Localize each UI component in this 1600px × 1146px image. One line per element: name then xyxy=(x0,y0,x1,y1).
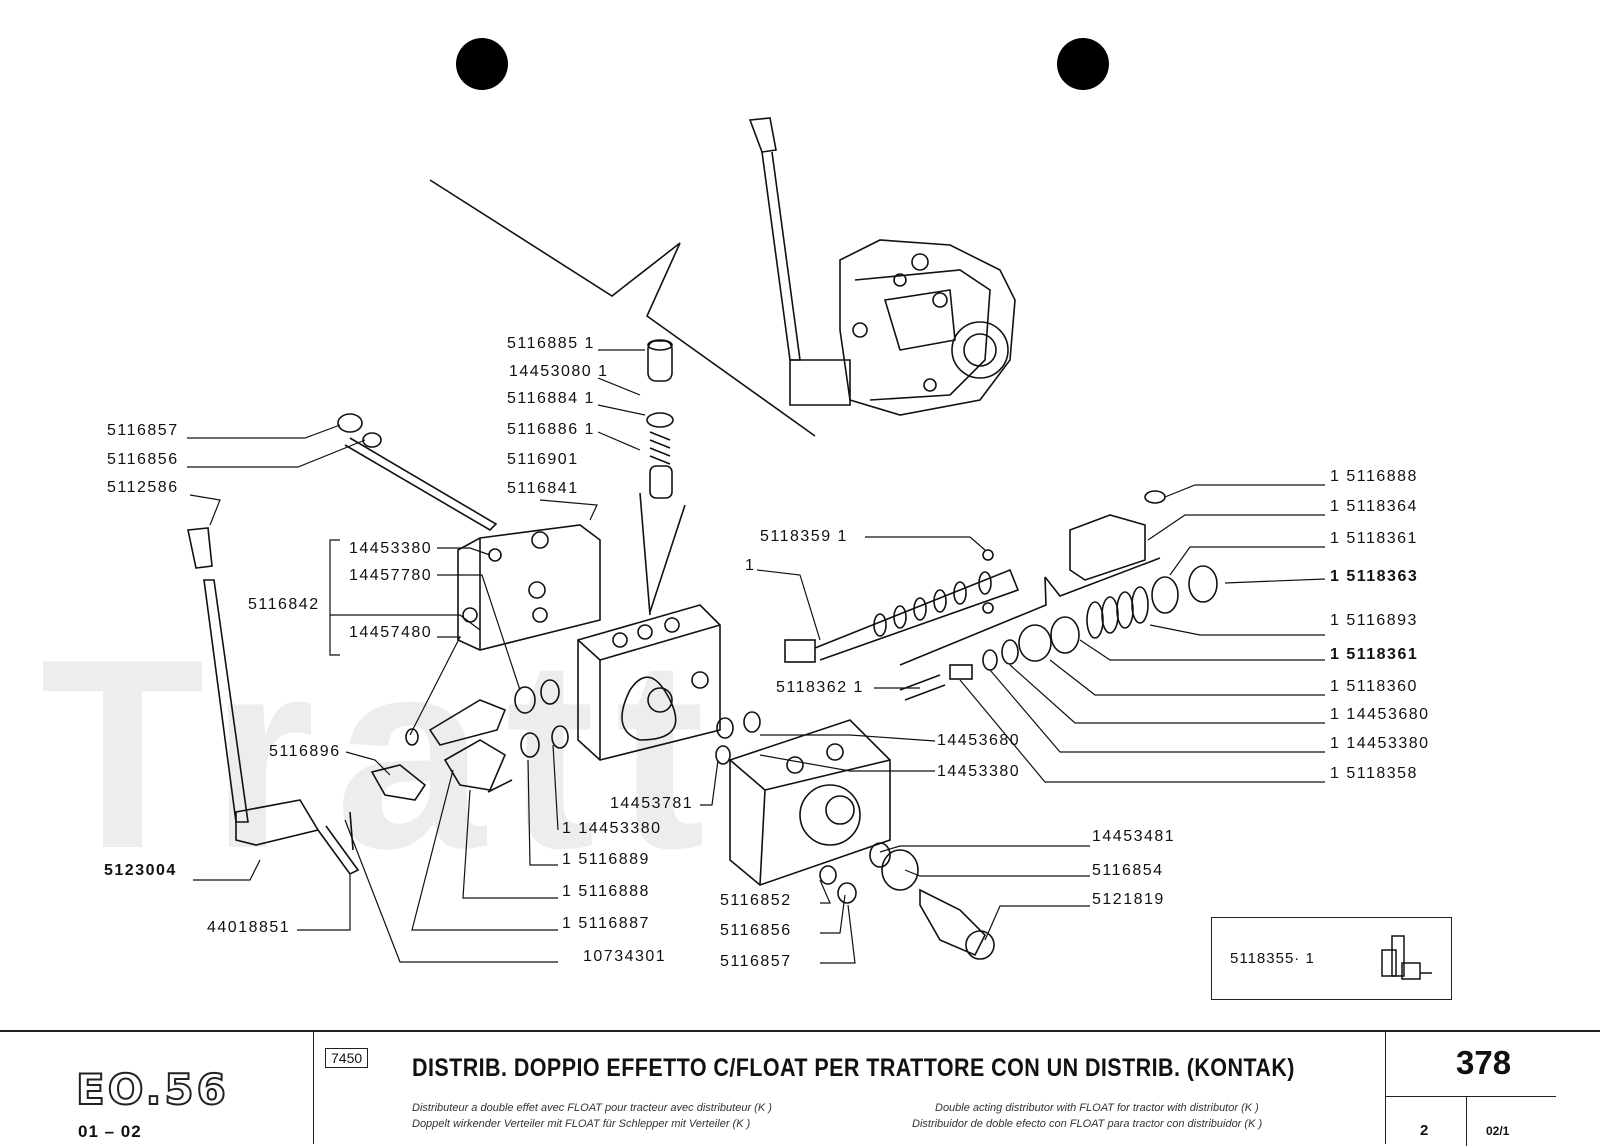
label-5116842: 5116842 xyxy=(248,596,320,613)
label-14453781: 14453781 xyxy=(610,795,694,812)
page-number-box: 378 2 02/1 xyxy=(1385,1030,1600,1146)
label-14453380-right: 1 14453380 xyxy=(1330,735,1430,752)
label-5116857-bottom: 5116857 xyxy=(720,953,792,970)
label-5118359: 5118359 1 xyxy=(760,528,848,545)
label-5118361-a: 1 5118361 xyxy=(1330,530,1418,547)
label-5116901: 5116901 xyxy=(507,451,579,468)
subtitle-fr: Distributeur a double effet avec FLOAT p… xyxy=(412,1102,772,1114)
label-44018851: 44018851 xyxy=(207,919,291,936)
label-5118364: 1 5118364 xyxy=(1330,498,1418,515)
catalog-logo: EO.56 xyxy=(75,1064,229,1115)
page-box-line xyxy=(1386,1096,1556,1097)
horizontal-spool xyxy=(784,549,1020,663)
label-14453380-c: 14453380 xyxy=(937,763,1021,780)
center-valve-block xyxy=(577,604,721,761)
label-5116896: 5116896 xyxy=(269,743,341,760)
binder-hole-right xyxy=(1057,38,1109,90)
assembled-valve-illustration xyxy=(748,117,1016,416)
divider xyxy=(313,1032,314,1144)
left-valve-block xyxy=(457,524,601,651)
label-5116889: 1 5116889 xyxy=(562,851,650,868)
label-1: 1 xyxy=(745,557,756,574)
label-5116852: 5116852 xyxy=(720,892,792,909)
page-sub: 2 xyxy=(1420,1122,1429,1139)
model-range: 01 – 02 xyxy=(78,1122,142,1141)
page-number: 378 xyxy=(1456,1044,1512,1081)
inset-label: 5118355· 1 xyxy=(1230,950,1315,967)
label-14457480: 14457480 xyxy=(349,624,433,641)
label-5118362: 5118362 1 xyxy=(776,679,864,696)
label-14453380-b: 1 14453380 xyxy=(562,820,662,837)
page-title: DISTRIB. DOPPIO EFFETTO C/FLOAT PER TRAT… xyxy=(412,1054,1295,1082)
binder-hole-left xyxy=(456,38,508,90)
fittings-left xyxy=(370,679,569,801)
label-5116888-right: 1 5116888 xyxy=(1330,468,1418,485)
label-14453680-right: 1 14453680 xyxy=(1330,706,1430,723)
label-5118360: 1 5118360 xyxy=(1330,678,1418,695)
page-ref: 02/1 xyxy=(1486,1124,1510,1138)
inset-box: 5118355· 1 xyxy=(1211,917,1452,1000)
label-5118361-b: 1 5118361 xyxy=(1330,646,1419,663)
label-5116893: 1 5116893 xyxy=(1330,612,1418,629)
spring-seal-stack xyxy=(899,490,1218,701)
label-5123004: 5123004 xyxy=(104,862,177,879)
label-14453680-a: 14453680 xyxy=(937,732,1021,749)
label-5121819: 5121819 xyxy=(1092,891,1165,908)
label-5116856-bottom: 5116856 xyxy=(720,922,792,939)
subtitle-de: Doppelt wirkender Verteiler mit FLOAT fü… xyxy=(412,1118,751,1130)
label-5116885: 5116885 1 xyxy=(507,335,595,352)
label-5112586: 5112586 xyxy=(107,479,179,496)
label-5116841: 5116841 xyxy=(507,480,579,497)
label-14453481: 14453481 xyxy=(1092,828,1176,845)
label-14453380-a: 14453380 xyxy=(349,540,433,557)
subtitle-en: Double acting distributor with FLOAT for… xyxy=(935,1102,1259,1114)
subtitle-es: Distribuidor de doble efecto con FLOAT p… xyxy=(912,1118,1263,1130)
label-5116888-b: 1 5116888 xyxy=(562,883,650,900)
label-10734301: 10734301 xyxy=(583,948,667,965)
control-lever xyxy=(187,413,498,876)
label-5116854: 5116854 xyxy=(1092,862,1164,879)
title-block: EO.56 01 – 02 7450 DISTRIB. DOPPIO EFFET… xyxy=(0,1030,1600,1146)
inset-part-icon xyxy=(1381,935,1432,980)
label-5118358: 1 5118358 xyxy=(1330,765,1418,782)
label-14457780: 14457780 xyxy=(349,567,433,584)
lower-valve-block xyxy=(715,711,995,960)
label-5116886: 5116886 1 xyxy=(507,421,595,438)
label-5118363: 1 5118363 xyxy=(1330,568,1419,585)
label-5116884: 5116884 1 xyxy=(507,390,595,407)
group-code: 7450 xyxy=(325,1048,369,1068)
label-5116857-top: 5116857 xyxy=(107,422,179,439)
page-box-divider xyxy=(1466,1096,1467,1146)
label-5116856-top: 5116856 xyxy=(107,451,179,468)
spool-stack xyxy=(646,339,674,499)
label-5116887: 1 5116887 xyxy=(562,915,650,932)
exploded-parts-diagram xyxy=(187,38,1326,964)
label-14453080: 14453080 1 xyxy=(509,363,609,380)
